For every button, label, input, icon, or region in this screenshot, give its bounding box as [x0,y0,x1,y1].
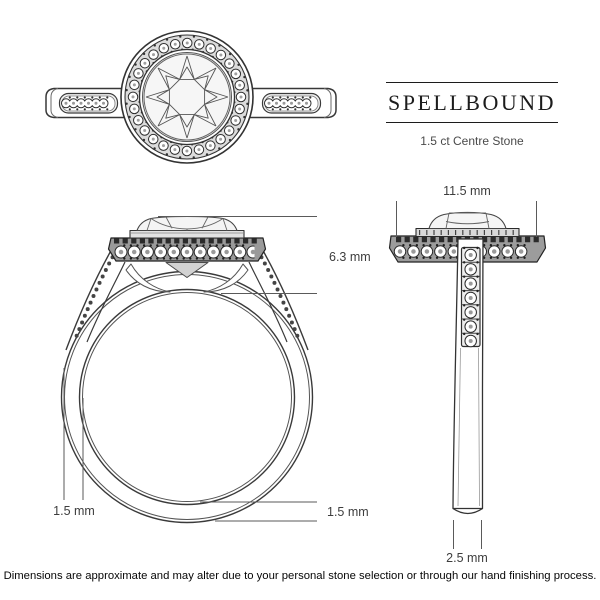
ring-front-view [60,215,314,524]
dimension-label-band-thickness-bottom: 1.5 mm [327,505,369,519]
title-block: SPELLBOUND 1.5 ct Centre Stone [386,82,558,148]
dimension-label-band-thickness-side: 1.5 mm [53,504,95,518]
disclaimer-text: Dimensions are approximate and may alter… [3,570,597,582]
dimension-label-band-width: 2.5 mm [446,551,488,565]
title-rule-top [386,82,558,83]
brand-title: SPELLBOUND [387,90,556,115]
dimension-label-setting-height: 6.3 mm [329,250,371,264]
dimension-label-head-diameter: 11.5 mm [443,184,491,198]
brand-subtitle: 1.5 ct Centre Stone [420,134,524,148]
title-rule-bottom [386,122,558,123]
ring-side-view [388,211,547,515]
dimension-leader-lines [63,201,537,549]
ring-top-view [45,30,337,164]
